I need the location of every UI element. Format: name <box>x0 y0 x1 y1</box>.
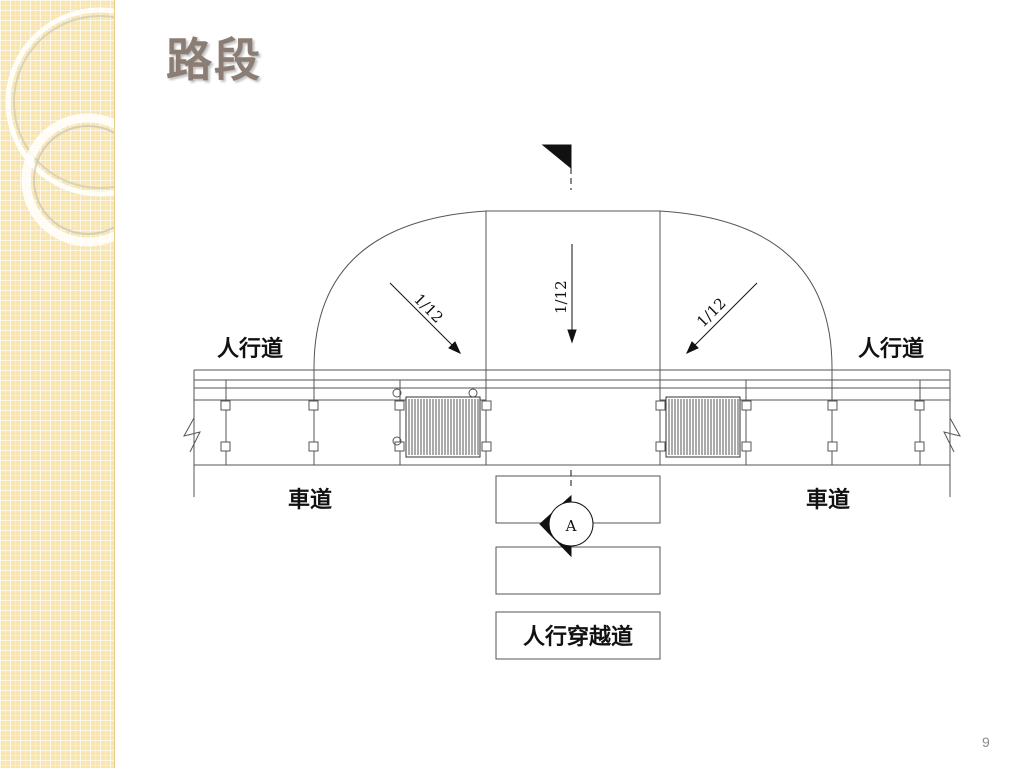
roadway-label-left: 車道 <box>288 487 332 513</box>
road-band-lines <box>193 369 951 497</box>
crosswalk-label: 人行穿越道 <box>523 624 633 650</box>
drain-grate-right <box>665 396 741 458</box>
crosswalk-label-box <box>495 611 661 660</box>
break-marks <box>183 417 961 453</box>
slide-title: 路段 <box>166 33 262 87</box>
section-marker: A <box>539 494 594 558</box>
section-marker-label: A <box>565 517 577 535</box>
slope-arrows <box>389 244 758 355</box>
sidewalk-label-left: 人行道 <box>217 336 283 362</box>
slope-label-right: 1/12 <box>693 294 730 331</box>
drain-grate-left <box>405 396 481 458</box>
page-number: 9 <box>982 734 990 750</box>
bollard-posts <box>220 400 925 452</box>
decorative-rings <box>5 7 114 247</box>
roadway-label-right: 車道 <box>806 487 850 513</box>
decorative-sidebar <box>0 0 115 768</box>
sidewalk-label-right: 人行道 <box>858 336 924 362</box>
slope-label-center: 1/12 <box>552 280 570 314</box>
curb-ramp-outline <box>313 210 833 380</box>
section-flag-top <box>541 144 572 190</box>
